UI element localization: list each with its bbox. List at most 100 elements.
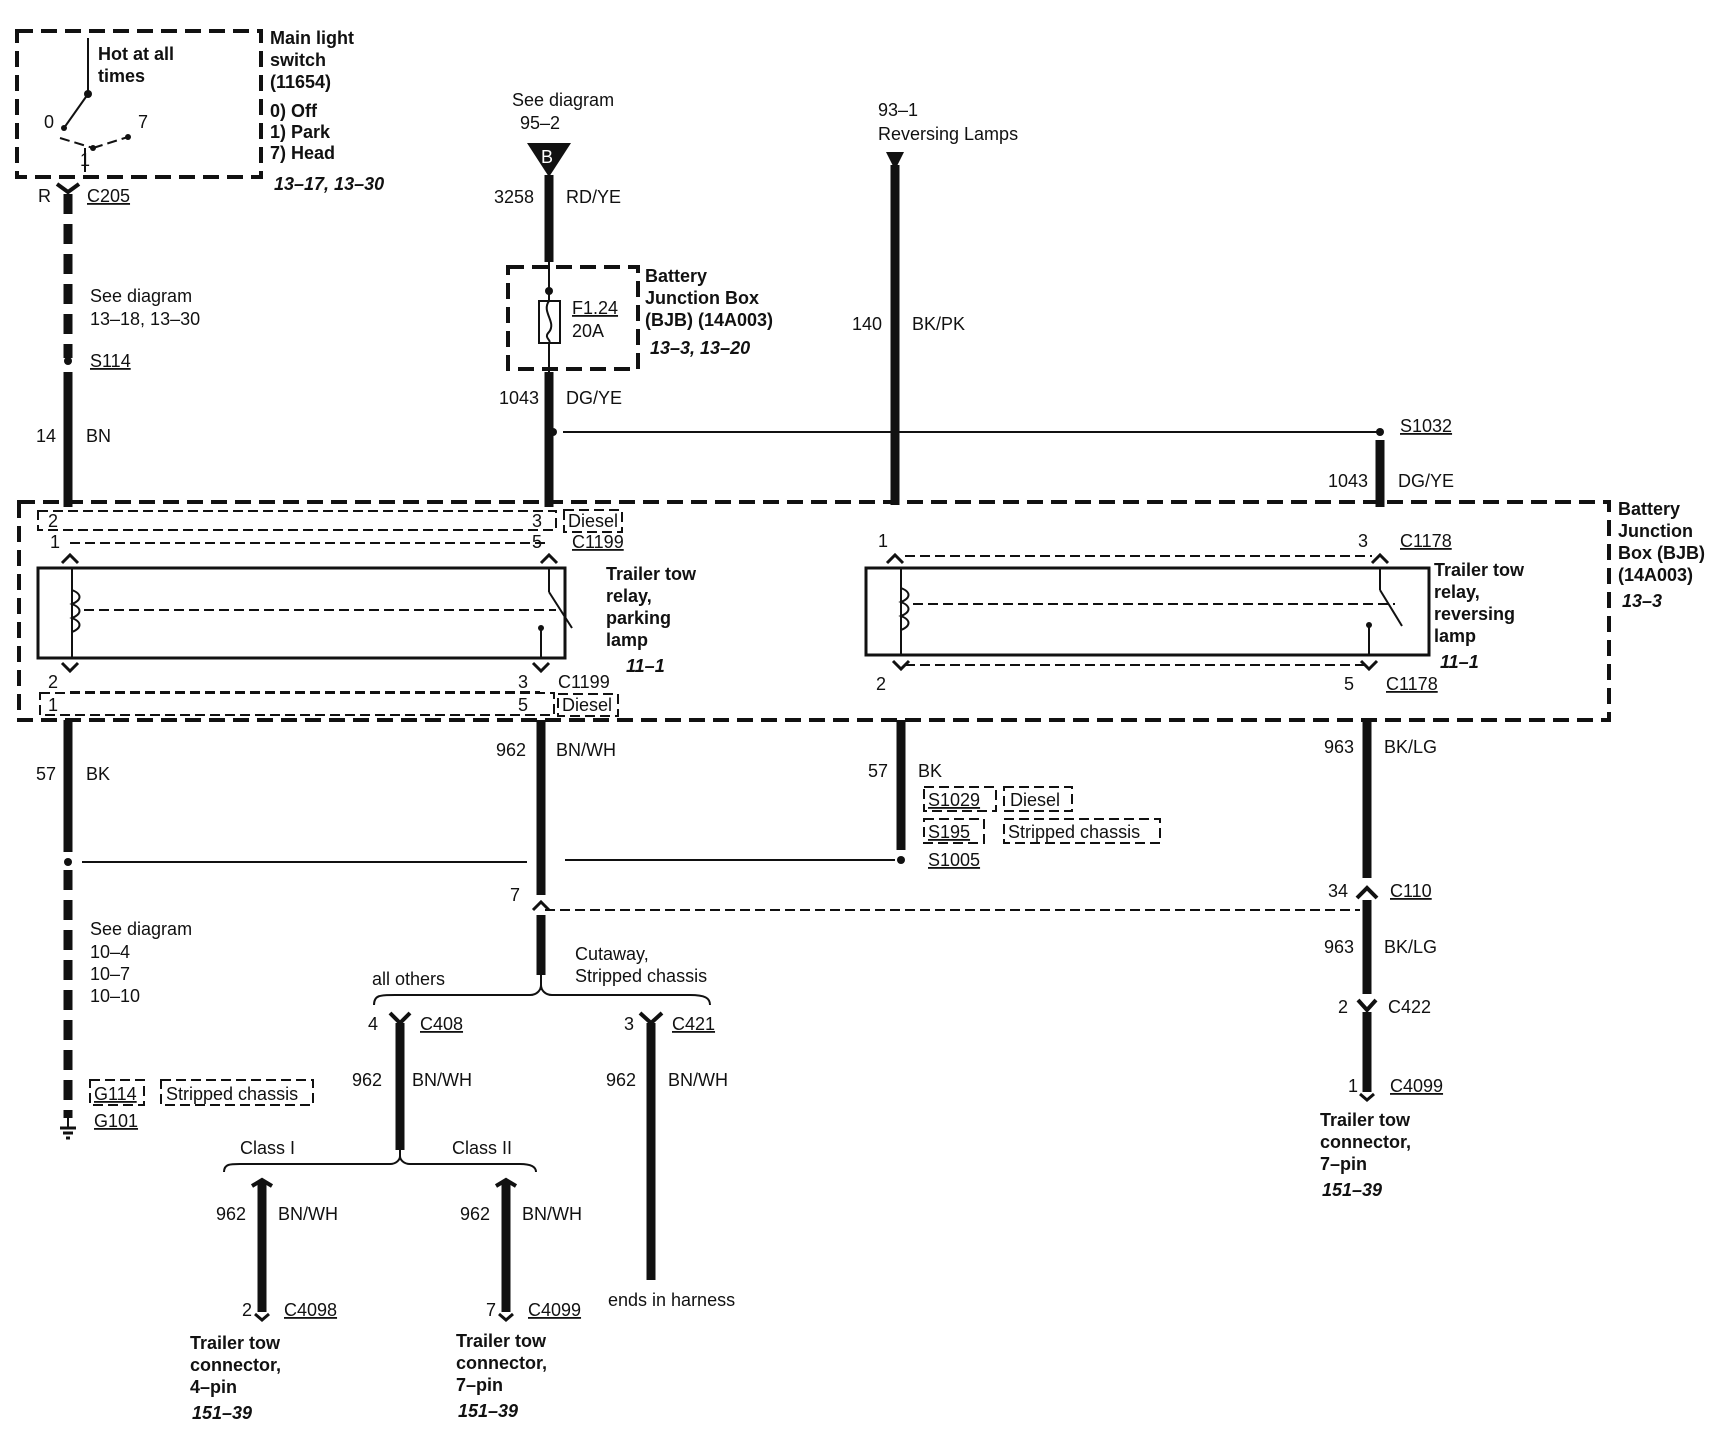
g114-box [89,1079,145,1106]
switch-contact-0 [61,125,67,131]
left-see-diagram2-line3: 10–7 [90,964,130,984]
c421-label: C421 [672,1014,715,1034]
parking-pin-bot-left: 2 [48,672,58,692]
parking-relay-title-line4: lamp [606,630,648,650]
parking-diesel-top-row [37,510,557,531]
c408-color: BN/WH [412,1070,472,1090]
conn4-title-line3: 4–pin [190,1377,237,1397]
center-see-diagram-line2: 95–2 [520,113,560,133]
parking-coil-top-connector-icon [60,552,80,565]
bjb-title-line3: (BJB) (14A003) [645,310,773,330]
switch-position-head: 7) Head [270,143,335,163]
reversing-ref-arrow-icon [886,152,904,170]
switch-hot-line1: Hot at all [98,44,174,64]
reversing-feed: 93–1 Reversing Lamps 140 BK/PK [852,100,1018,505]
s114-splice-dot [64,357,72,365]
c4099-left-label: C4099 [528,1300,581,1320]
s195-box [923,818,985,844]
switch-label-0: 0 [44,112,54,132]
parking-relay-title-line3: parking [606,608,671,628]
s1029-variant-label: Diesel [1010,790,1060,810]
c408-connector-icon [388,1011,412,1026]
color-bklg-lower: BK/LG [1384,937,1437,957]
switch-title-line2: switch [270,50,326,70]
branch-cutaway-line1: Cutaway, [575,944,649,964]
center-lower: 962 BN/WH 7 all others Cutaway, Stripped… [190,720,1360,1423]
g114-label: G114 [94,1084,137,1104]
c205-pin-label: R [38,186,51,206]
parking-coil-bottom-connector-icon [60,661,80,674]
parking-pin-bot-right-diesel: 5 [518,695,528,715]
reversing-switch-top-connector-icon [1370,552,1390,565]
parking-relay-box [36,566,567,660]
ends-in-harness: ends in harness [608,1290,735,1310]
ref-b-triangle-icon [527,143,571,177]
fuse-top-dot [545,287,553,295]
parking-diesel-top-label: Diesel [568,511,618,531]
reversing-color-bk: BK [918,761,942,781]
s1029-label: S1029 [928,790,980,810]
left-see-diagram2-line2: 10–4 [90,942,130,962]
reversing-pin-bot-left: 2 [876,674,886,694]
switch-blade [63,93,89,129]
reversing-relay-title-line2: relay, [1434,582,1480,602]
class-ii-circuit: 962 [460,1204,490,1224]
fuse-icon [538,300,561,344]
center-color-bnwh: BN/WH [556,740,616,760]
switch-label-1: 1 [80,150,90,170]
c110-label: C110 [1390,881,1432,901]
reversing-coil-icon [898,587,910,631]
parking-pin-top-right: 5 [532,532,542,552]
conn4-title-line2: connector, [190,1355,281,1375]
fuse-label: F1.24 [572,298,618,318]
c205-label: C205 [87,186,130,206]
conn7-title-line3: 7–pin [456,1375,503,1395]
branch-brace [373,984,711,1006]
c408-label: C408 [420,1014,463,1034]
center-pin-7: 7 [510,885,520,905]
reversing-switch-bottom-connector-icon [1359,659,1379,672]
left-column: See diagram 13–18, 13–30 S114 14 BN 57 B… [36,194,314,1140]
color-bkpk: BK/PK [912,314,965,334]
parking-coil-icon [69,589,81,633]
reversing-relay-title-line3: reversing [1434,604,1515,624]
center-see-diagram-line1: See diagram [512,90,614,110]
c422-connector-icon [1356,998,1378,1013]
color-rdye: RD/YE [566,187,621,207]
bjb-fuse-dashed-box [506,265,640,371]
s1029-variant-box [1003,786,1073,812]
c110-pin: 34 [1328,881,1348,901]
bjb-box-title-line4: (14A003) [1618,565,1693,585]
g114-variant-box [160,1079,314,1106]
switch-title-line1: Main light [270,28,354,48]
c4099-right-connector-icon [1359,1092,1375,1102]
conn7-title-line1: Trailer tow [456,1331,547,1351]
s195-variant-label: Stripped chassis [1008,822,1140,842]
s195-variant-box [1003,818,1161,844]
center-circuit-962: 962 [496,740,526,760]
reversing-pin-top-right: 3 [1358,531,1368,551]
right-column: S1032 1043 DG/YE 963 BK/LG 34 C110 963 B… [1320,416,1454,1200]
bjb-box-title-line1: Battery [1618,499,1680,519]
conn7-title-line2: connector, [456,1353,547,1373]
parking-pin-top-right-diesel: 3 [532,511,542,531]
reversing-coil-bottom-connector-icon [891,659,911,672]
c421-pin: 3 [624,1014,634,1034]
c421-connector-icon [638,1011,664,1026]
right-connector-title-line3: 7–pin [1320,1154,1367,1174]
bjb-title-line2: Junction Box [645,288,759,308]
switch-link-0-1 [59,137,94,149]
reversing-relay-box [864,566,1431,657]
reversing-ground: 57 BK S1029 Diesel S195 Stripped chassis… [82,720,1161,870]
c4098-label: C4098 [284,1300,337,1320]
parking-pin-top-left: 1 [50,532,60,552]
switch-label-7: 7 [138,112,148,132]
conn4-ref: 151–39 [192,1403,252,1423]
circuit-963-lower: 963 [1324,937,1354,957]
s114-label: S114 [90,351,131,371]
class-ii-color: BN/WH [522,1204,582,1224]
s195-label: S195 [928,822,970,842]
circuit-3258: 3258 [494,187,534,207]
c4099-right-pin: 1 [1348,1076,1358,1096]
